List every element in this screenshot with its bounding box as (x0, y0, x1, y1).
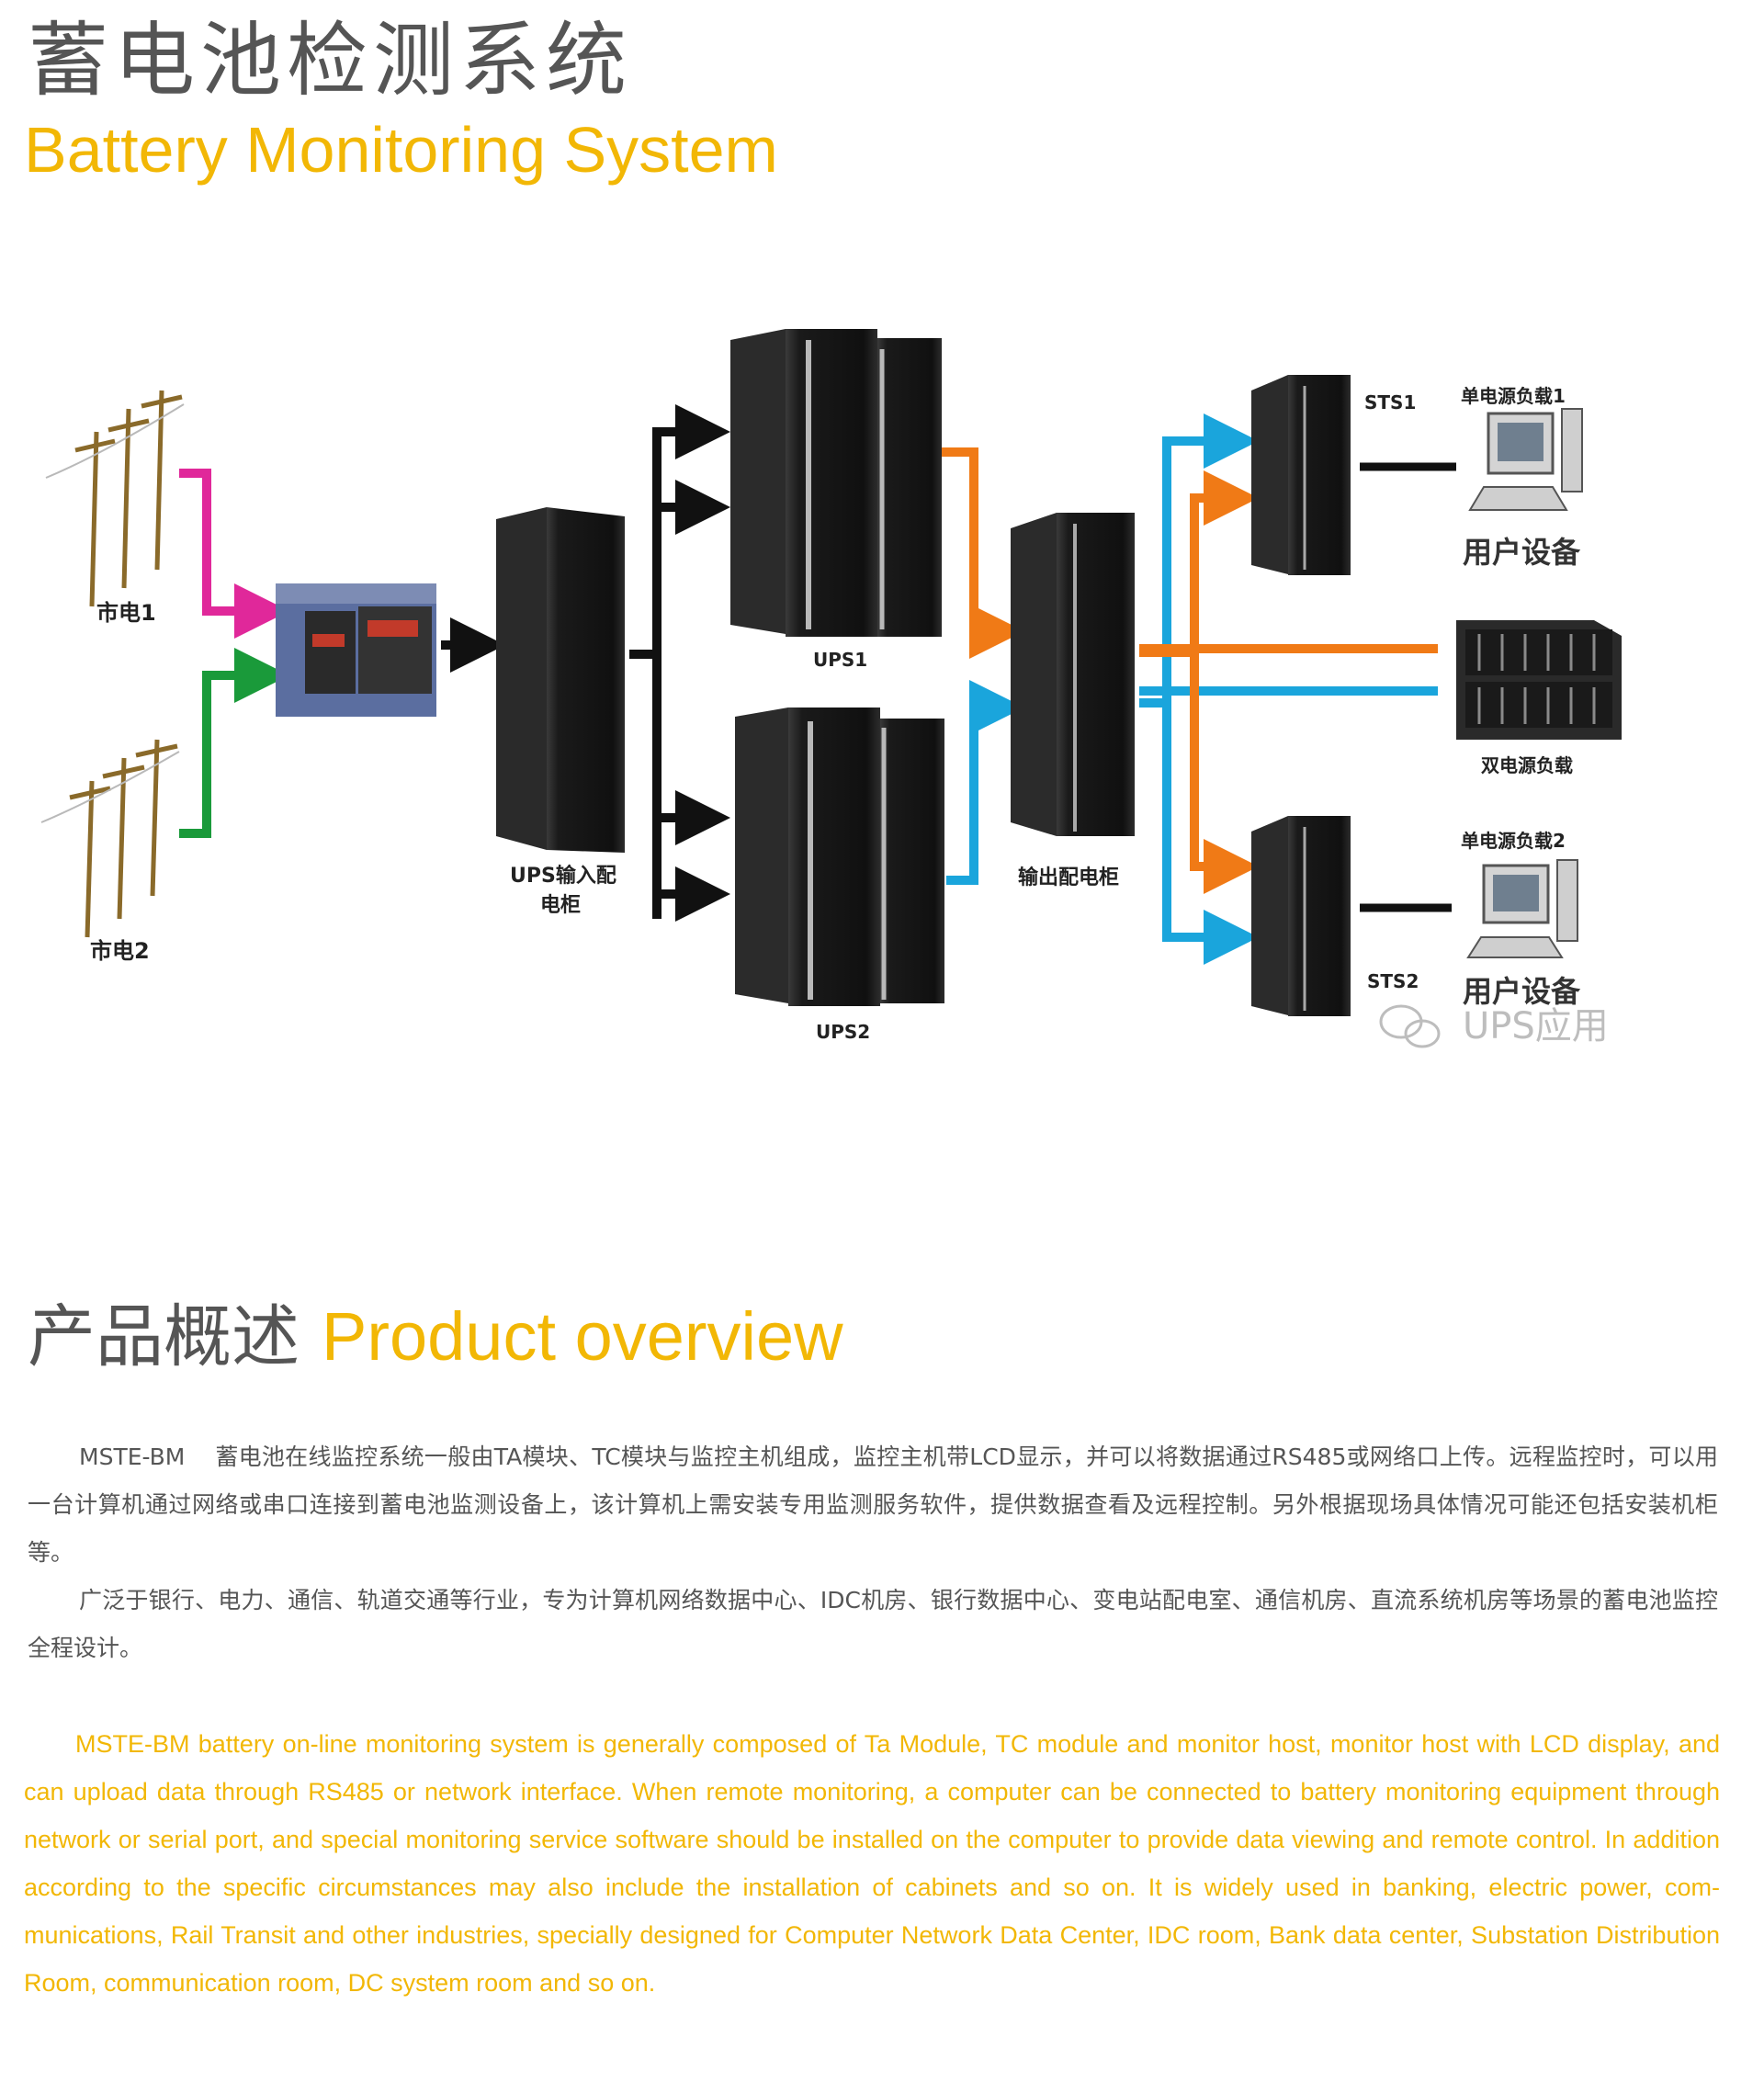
utility-pole-1-icon (45, 390, 185, 607)
single-load-1-label: 单电源负载1 (1461, 385, 1566, 407)
ups2-label: UPS2 (816, 1021, 870, 1043)
overview-body-en: MSTE-BM battery on-line monitoring syste… (24, 1720, 1720, 2007)
ats-switch-icon (276, 583, 436, 717)
blade-server-icon (1456, 620, 1622, 740)
ups1-label: UPS1 (813, 649, 867, 671)
ups1-to-output-line (942, 447, 1024, 659)
ups-input-label-2: 电柜 (540, 893, 581, 917)
input-to-ups-lines (629, 404, 730, 922)
watermark-logo-icon (1379, 1004, 1441, 1048)
ups2-cabinet-icon (735, 708, 944, 1006)
output-cabinet-icon (1011, 513, 1135, 836)
sts1-label: STS1 (1364, 391, 1416, 413)
mains1-line (179, 469, 289, 639)
page-title-cn: 蓄电池检测系统 (28, 13, 633, 108)
overview-cn-text-1: 蓄电池在线监控系统一般由TA模块、TC模块与监控主机组成，监控主机带LCD显示，… (28, 1443, 1718, 1566)
ups2-to-output-line (946, 680, 1024, 885)
utility-pole-2-icon (40, 739, 180, 938)
overview-cn-paragraph-2: 广泛于银行、电力、通信、轨道交通等行业，专为计算机网络数据中心、IDC机房、银行… (28, 1587, 1718, 1661)
watermark-text: UPS应用 (1463, 1005, 1609, 1047)
mains2-line (179, 648, 289, 838)
overview-en-paragraph: MSTE-BM battery on-line monitoring syste… (24, 1730, 1720, 1997)
user-equipment-2-label: 用户设备 (1463, 974, 1581, 1009)
overview-cn-paragraph-1: MSTE-BM 蓄电池在线监控系统一般由TA模块、TC模块与监控主机组成，监控主… (28, 1433, 1718, 1577)
sts1-cabinet-icon (1251, 375, 1351, 575)
mains1-label: 市电1 (96, 600, 156, 626)
product-code: MSTE-BM (79, 1443, 186, 1470)
sts2-label: STS2 (1367, 970, 1419, 992)
ups-input-label: UPS输入配 (510, 864, 616, 888)
page-title-en: Battery Monitoring System (24, 114, 778, 186)
computer-2-icon (1466, 859, 1578, 958)
user-equipment-1-label: 用户设备 (1463, 535, 1581, 570)
output-cabinet-label: 输出配电柜 (1018, 866, 1119, 889)
output-distribution-lines (1139, 413, 1438, 965)
overview-heading-en: Product overview (322, 1298, 843, 1375)
computer-1-icon (1468, 408, 1583, 511)
overview-body-cn: MSTE-BM 蓄电池在线监控系统一般由TA模块、TC模块与监控主机组成，监控主… (28, 1433, 1718, 1672)
overview-heading-cn: 产品概述 (28, 1297, 300, 1376)
mains2-label: 市电2 (90, 938, 150, 964)
ups-input-cabinet-icon (496, 507, 625, 853)
single-load-2-label: 单电源负载2 (1461, 830, 1566, 852)
ups1-cabinet-icon (730, 329, 942, 637)
dual-load-label: 双电源负载 (1481, 754, 1573, 776)
sts2-cabinet-icon (1251, 816, 1351, 1016)
system-diagram: 市电1 市电2 UPS输入配 电柜 UPS1 (40, 329, 1622, 1048)
